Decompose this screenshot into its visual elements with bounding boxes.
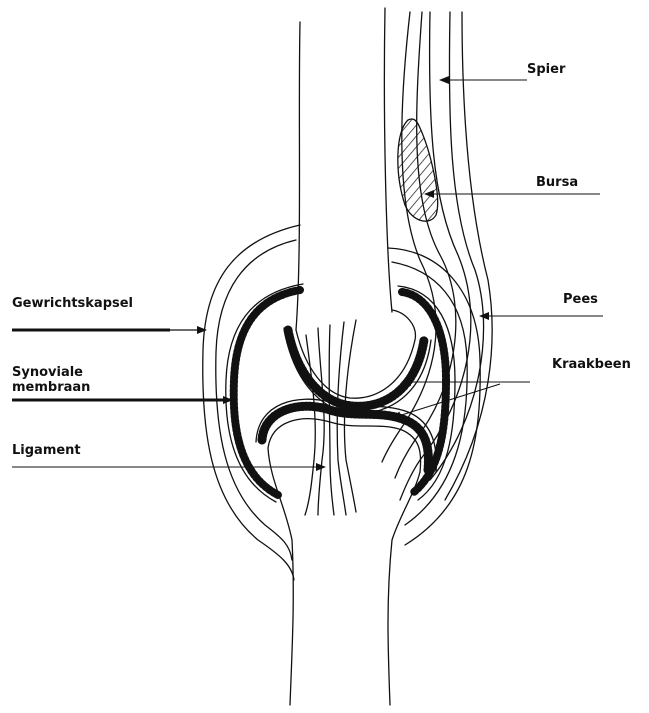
label-spier: Spier [527,62,565,77]
femur-left-edge [296,22,300,330]
label-kraakbeen: Kraakbeen [552,357,631,372]
ligament-strand [305,335,315,515]
synovial-left [234,290,300,495]
label-gewrichtskapsel: Gewrichtskapsel [12,296,133,311]
label-membraan: membraan [12,380,90,395]
label-pees: Pees [563,292,598,307]
label-synoviale: Synoviale [12,365,83,380]
label-bursa: Bursa [536,175,578,190]
femur-right-edge [384,8,392,312]
tibia-right-edge [388,472,420,705]
label-ligament: Ligament [12,443,81,458]
tendon-4 [430,12,484,480]
